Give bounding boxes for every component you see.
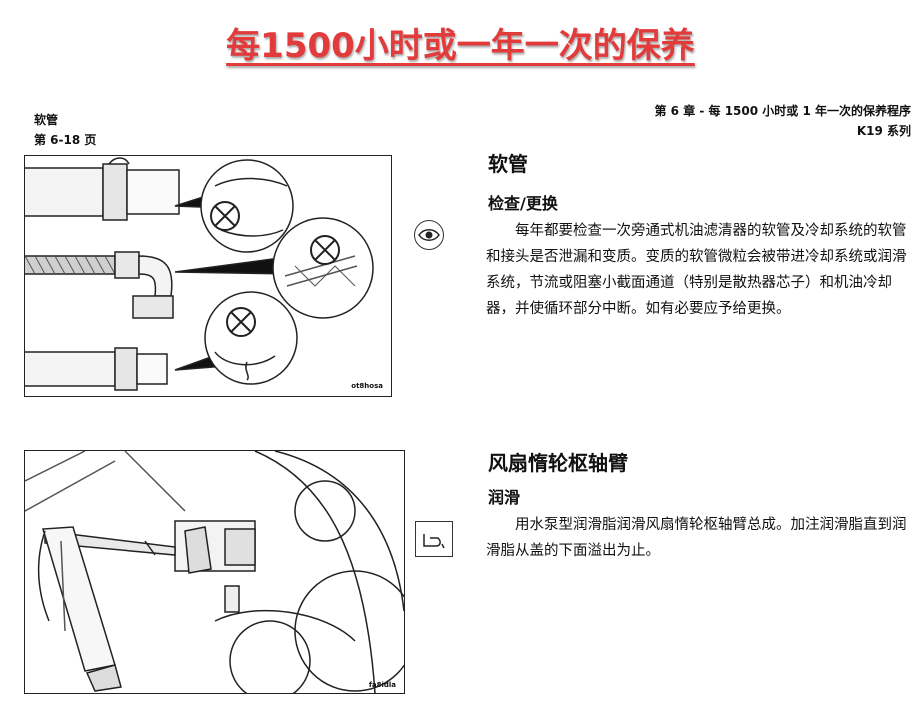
header-series: K19 系列 (856, 124, 911, 138)
header-chapter: 第 6 章 - 每 1500 小时或 1 年一次的保养程序 (654, 104, 911, 118)
eye-icon-graphic (418, 229, 440, 241)
pivot-arm-lubrication-figure: fa8idla (24, 450, 405, 694)
grease-gun-illustration (25, 451, 404, 693)
section-body-fan-idler: 用水泵型润滑脂润滑风扇惰轮枢轴臂总成。加注润滑脂直到润滑脂从盖的下面溢出为止。 (486, 517, 907, 559)
section-subtitle-inspect: 检查/更换 (488, 194, 558, 213)
header-page-number: 第 6-18 页 (34, 133, 97, 147)
section-title-hose: 软管 (488, 152, 528, 176)
page-title: 每1500小时或一年一次的保养 (226, 26, 695, 66)
header-right: 第 6 章 - 每 1500 小时或 1 年一次的保养程序 K19 系列 (654, 101, 911, 141)
section-title-fan-idler: 风扇惰轮枢轴臂 (488, 451, 628, 475)
section-subtitle-lubricate: 润滑 (488, 488, 521, 507)
grease-gun-icon-graphic (423, 534, 445, 549)
header-left: 软管 第 6-18 页 (34, 110, 96, 150)
eye-icon (414, 220, 444, 250)
figure-code: fa8idla (368, 681, 396, 689)
header-section-name: 软管 (34, 113, 59, 127)
hose-illustration (25, 157, 374, 391)
figure-code: ot8hosa (351, 382, 383, 390)
grease-gun-icon (415, 521, 453, 557)
hose-inspection-figure: ot8hosa (24, 155, 392, 397)
section-body-hose: 每年都要检查一次旁通式机油滤清器的软管及冷却系统的软管和接头是否泄漏和变质。变质… (486, 223, 907, 317)
